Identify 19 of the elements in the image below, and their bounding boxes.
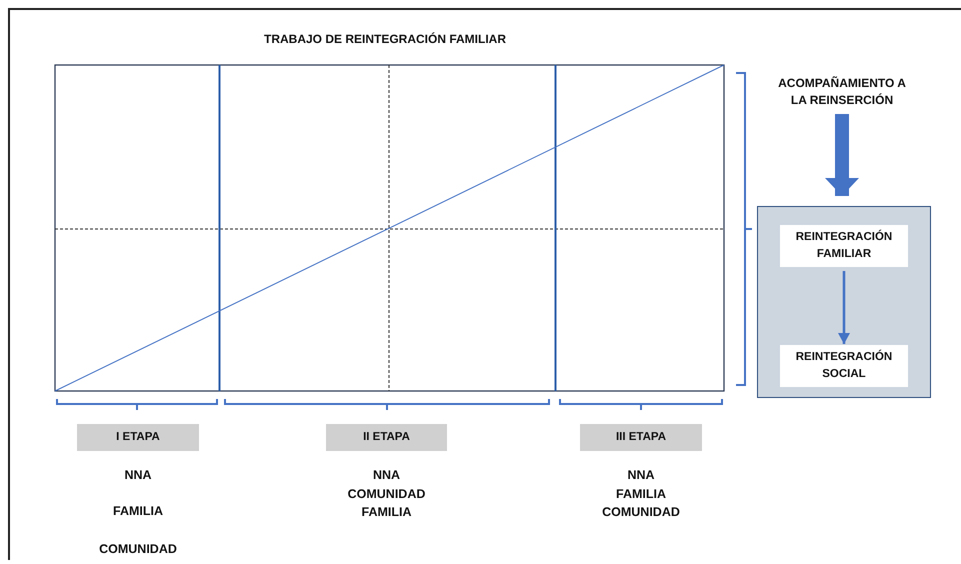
group-label: FAMILIA: [615, 486, 667, 502]
group-label: FAMILIA: [112, 503, 164, 519]
heading-text: ACOMPAÑAMIENTO A LA REINSERCIÓN: [772, 74, 912, 110]
process-box: REINTEGRACIÓN FAMILIAR: [780, 225, 908, 267]
stage-label: II ETAPA: [326, 424, 447, 451]
process-box: REINTEGRACIÓN SOCIAL: [780, 345, 908, 387]
stage-label: III ETAPA: [580, 424, 702, 451]
arrow: [838, 271, 850, 344]
group-label: NNA: [123, 467, 153, 483]
group-label: COMUNIDAD: [346, 486, 426, 502]
group-label: COMUNIDAD: [601, 504, 681, 520]
group-label: NNA: [372, 467, 402, 483]
group-label: COMUNIDAD: [98, 541, 178, 557]
diagram-title: TRABAJO DE REINTEGRACIÓN FAMILIAR: [262, 31, 507, 47]
panel: [757, 206, 931, 398]
group-label: NNA: [626, 467, 656, 483]
stage-label: I ETAPA: [77, 424, 199, 451]
group-label: FAMILIA: [360, 504, 412, 520]
arrow: [825, 114, 859, 196]
